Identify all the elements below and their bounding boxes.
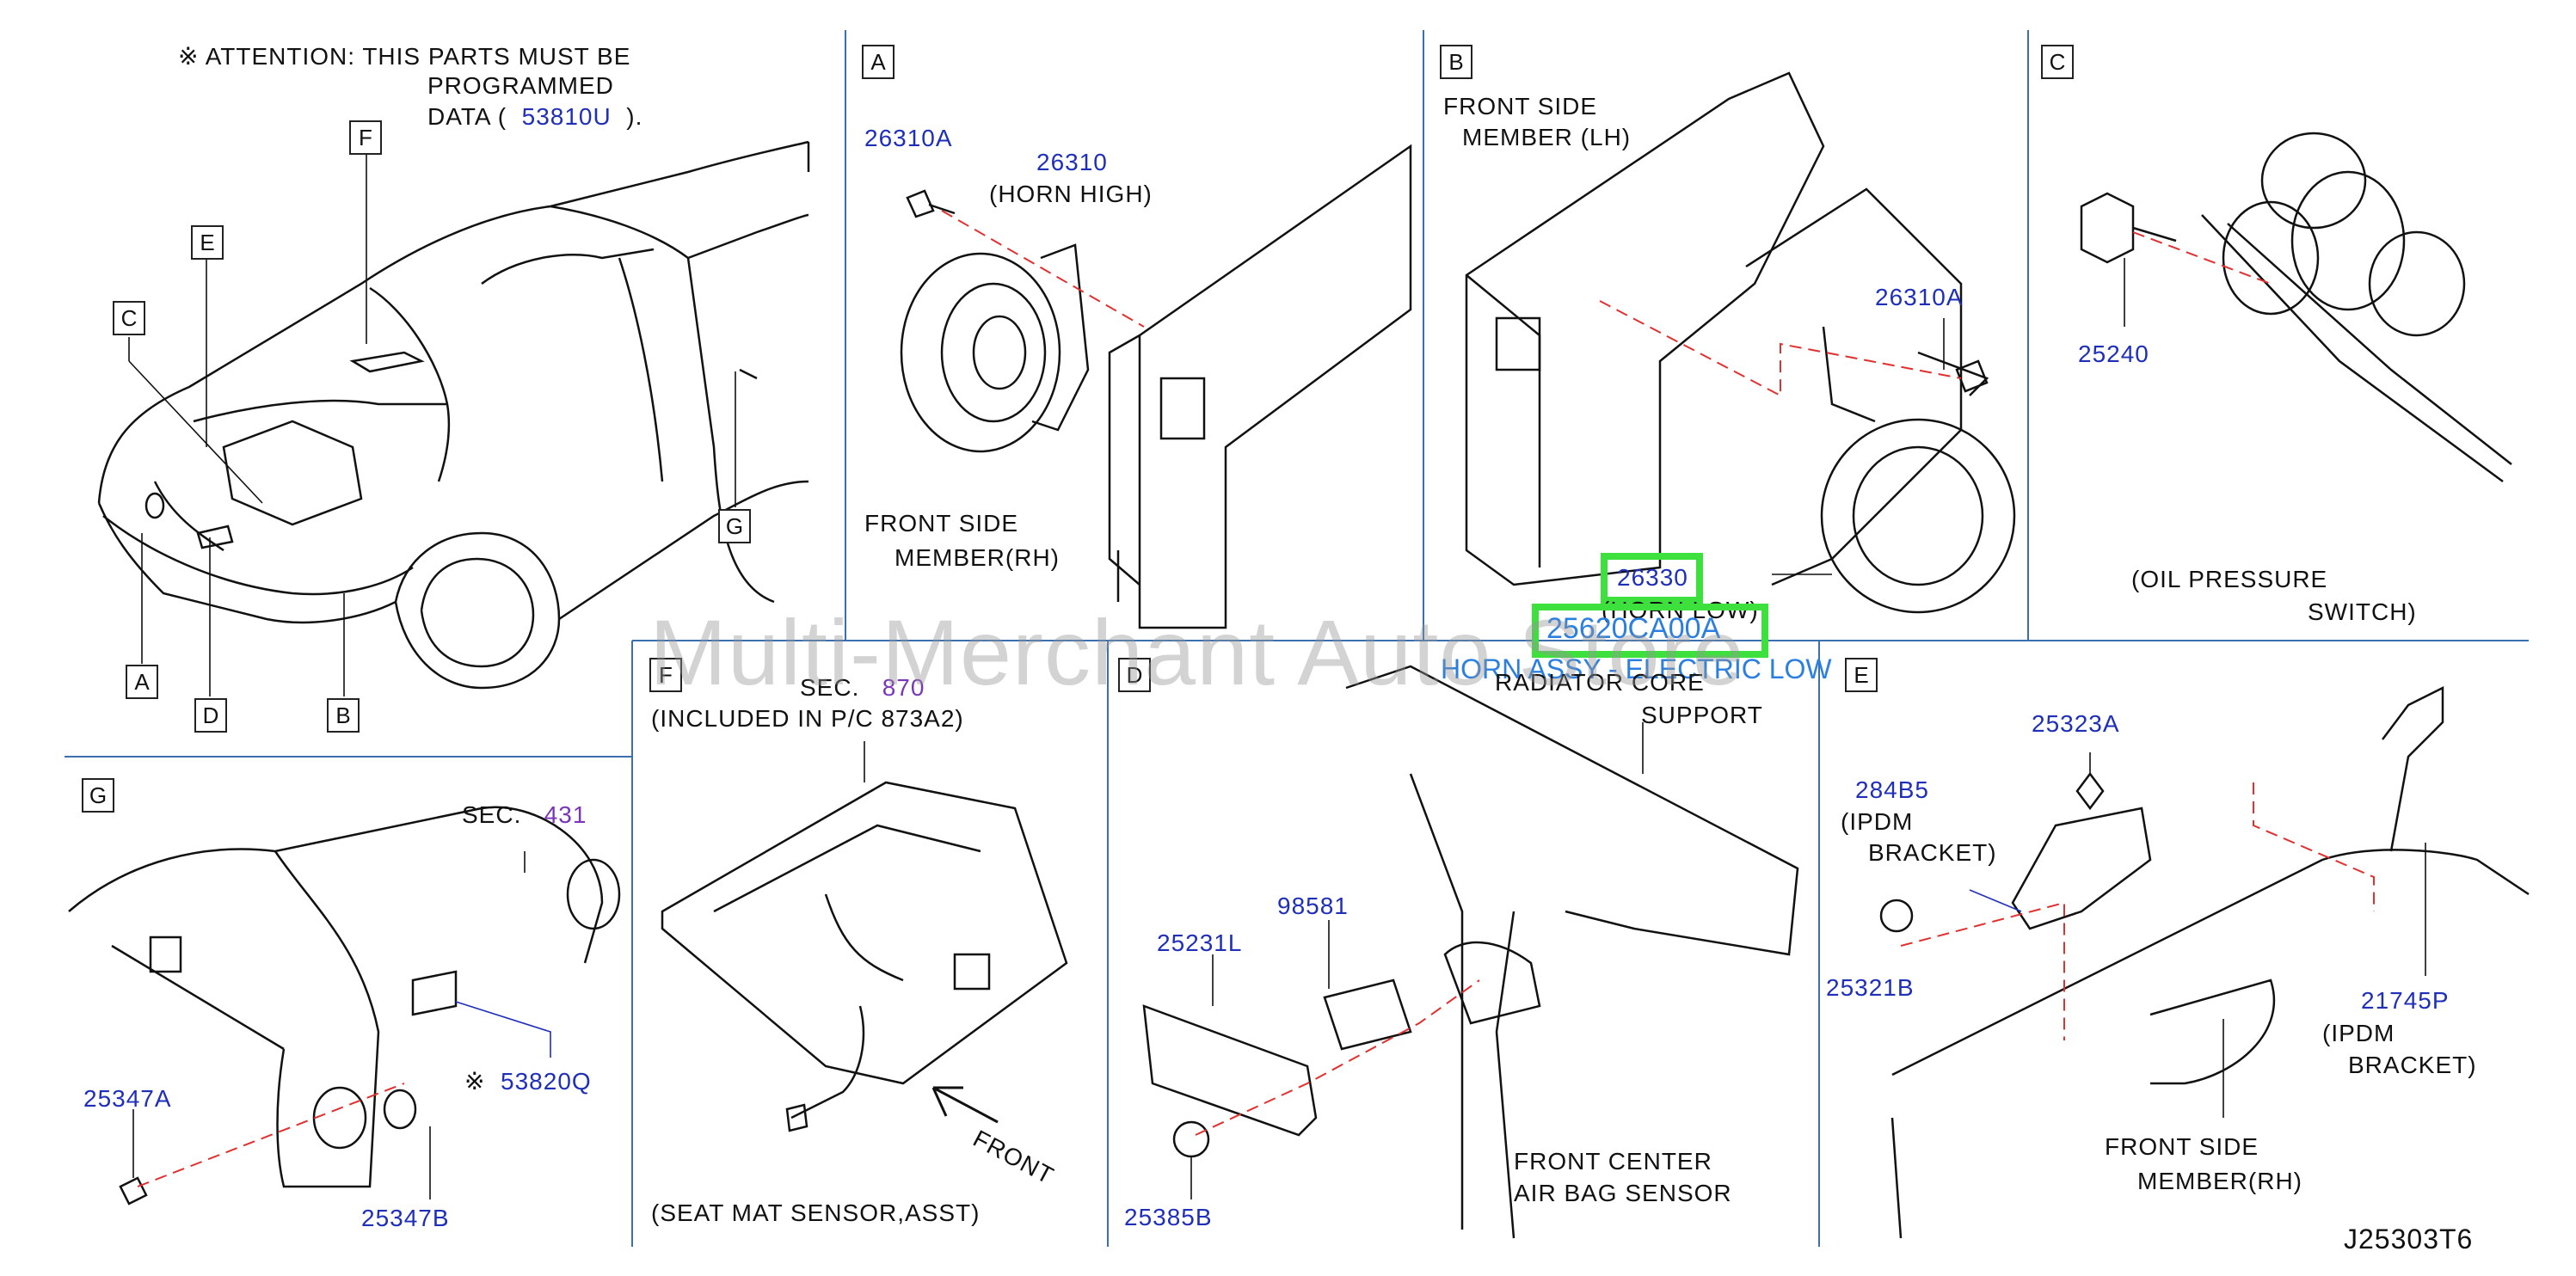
part-number-26310A-a[interactable]: 26310A xyxy=(864,125,953,151)
panel-f-included-label: (INCLUDED IN P/C 873A2) xyxy=(651,705,964,732)
seat-mat-sensor-caption: (SEAT MAT SENSOR,ASST) xyxy=(651,1199,981,1226)
panel-b-leader-black xyxy=(1772,318,1945,575)
part-number-25385B[interactable]: 25385B xyxy=(1124,1204,1213,1230)
attention-line-1: ※ ATTENTION: THIS PARTS MUST BE xyxy=(178,43,631,70)
panel-c-leaders xyxy=(2124,231,2272,327)
panel-e-leaders xyxy=(1900,752,2426,1118)
panel-g-sec-prefix: SEC. xyxy=(462,801,522,828)
panel-g-leaders xyxy=(132,851,551,1199)
oil-pressure-line1: (OIL PRESSURE xyxy=(2131,566,2328,592)
diagram-code: J25303T6 xyxy=(2344,1224,2474,1255)
callout-box-f[interactable]: F xyxy=(349,120,382,155)
attention-line-2: PROGRAMMED xyxy=(427,72,614,99)
horn-assy-description: HORN ASSY - ELECTRIC LOW xyxy=(1441,653,1832,684)
highlight-25620CA00A xyxy=(1532,604,1768,658)
callout-box-d[interactable]: D xyxy=(194,698,227,733)
panel-b-letter: B xyxy=(1440,45,1472,79)
ipdm-bracket-1-line2: BRACKET) xyxy=(1868,839,1997,866)
part-number-53810U[interactable]: 53810U xyxy=(521,103,612,130)
part-number-21745P[interactable]: 21745P xyxy=(2361,987,2450,1014)
panel-a-leaders xyxy=(941,210,1145,328)
part-number-25347A[interactable]: 25347A xyxy=(83,1085,172,1112)
panel-e-drawing xyxy=(1879,685,2530,1239)
part-number-26310A-b[interactable]: 26310A xyxy=(1875,284,1964,310)
attention-data-suffix: ). xyxy=(626,103,643,130)
air-bag-sensor-line2: AIR BAG SENSOR xyxy=(1514,1180,1732,1206)
panel-f-drawing xyxy=(661,781,1068,1132)
part-number-25231L[interactable]: 25231L xyxy=(1157,929,1243,956)
panel-a-letter: A xyxy=(862,45,895,79)
panel-e-member-line2: MEMBER(RH) xyxy=(2137,1168,2302,1194)
panel-f-sec-label: SEC. 870 xyxy=(800,676,925,700)
callout-box-e[interactable]: E xyxy=(191,225,224,260)
callout-box-c[interactable]: C xyxy=(113,301,145,335)
panel-f-sec-prefix: SEC. xyxy=(800,674,860,701)
panel-f-letter: F xyxy=(649,658,682,692)
attention-line-3: DATA ( 53810U ). xyxy=(427,105,642,129)
vehicle-illustration xyxy=(97,140,810,690)
programmed-mark-icon: ※ xyxy=(464,1068,486,1095)
part-number-25321B[interactable]: 25321B xyxy=(1826,974,1915,1001)
ipdm-bracket-1-line1: (IPDM xyxy=(1841,808,1914,835)
callout-box-g[interactable]: G xyxy=(718,509,751,543)
part-number-98581[interactable]: 98581 xyxy=(1277,893,1349,919)
panel-d-leaders xyxy=(1190,722,1644,1199)
panel-e-member-line1: FRONT SIDE xyxy=(2105,1133,2259,1160)
panel-b-member-line2: MEMBER (LH) xyxy=(1462,124,1632,150)
store-watermark: Multi-Merchant Auto Store xyxy=(649,600,1745,704)
panel-f-front-arrow xyxy=(931,1086,999,1124)
oil-pressure-line2: SWITCH) xyxy=(2308,598,2417,625)
callout-box-a[interactable]: A xyxy=(126,665,158,699)
overview-leaders xyxy=(128,155,736,696)
part-number-25620CA00A[interactable]: 25620CA00A xyxy=(1546,612,1721,645)
panel-e-letter: E xyxy=(1845,658,1878,692)
highlight-26330 xyxy=(1601,553,1703,604)
panel-a-member-line1: FRONT SIDE xyxy=(864,510,1019,537)
radiator-core-line2: SUPPORT xyxy=(1641,702,1763,728)
ipdm-bracket-2-line1: (IPDM xyxy=(2322,1020,2395,1046)
panel-b-drawing xyxy=(1465,71,2016,614)
section-link-431[interactable]: 431 xyxy=(544,801,587,828)
panel-c-letter: C xyxy=(2041,45,2074,79)
part-number-26310[interactable]: 26310 xyxy=(1036,149,1108,175)
part-number-53820Q[interactable]: 53820Q xyxy=(501,1068,592,1095)
part-number-25323A[interactable]: 25323A xyxy=(2032,710,2120,737)
panel-a-drawing xyxy=(900,144,1412,629)
part-number-284B5[interactable]: 284B5 xyxy=(1855,776,1929,803)
radiator-core-line1: RADIATOR CORE xyxy=(1495,669,1705,696)
panel-g-drawing xyxy=(68,806,621,1205)
panel-b-member-line1: FRONT SIDE xyxy=(1443,93,1598,120)
section-link-870[interactable]: 870 xyxy=(882,674,925,701)
panel-g-sec-label: SEC. 431 xyxy=(462,803,587,827)
attention-data-prefix: DATA ( xyxy=(427,103,507,130)
callout-box-b[interactable]: B xyxy=(327,698,360,733)
panel-d-letter: D xyxy=(1118,658,1151,692)
part-number-25347B[interactable]: 25347B xyxy=(361,1205,450,1231)
panel-a-member-line2: MEMBER(RH) xyxy=(895,544,1060,571)
horn-high-label: (HORN HIGH) xyxy=(989,181,1153,207)
panel-b-leaders xyxy=(1599,300,1962,397)
panel-g-sensor-label: ※ 53820Q xyxy=(464,1070,592,1094)
panel-g-letter: G xyxy=(82,778,114,813)
panel-c-drawing xyxy=(2080,132,2512,483)
part-number-25240[interactable]: 25240 xyxy=(2078,340,2149,367)
part-number-26330[interactable]: 26330 xyxy=(1617,564,1688,591)
ipdm-bracket-2-line2: BRACKET) xyxy=(2348,1052,2477,1078)
panel-dividers xyxy=(65,30,2529,1247)
air-bag-sensor-line1: FRONT CENTER xyxy=(1514,1148,1712,1175)
